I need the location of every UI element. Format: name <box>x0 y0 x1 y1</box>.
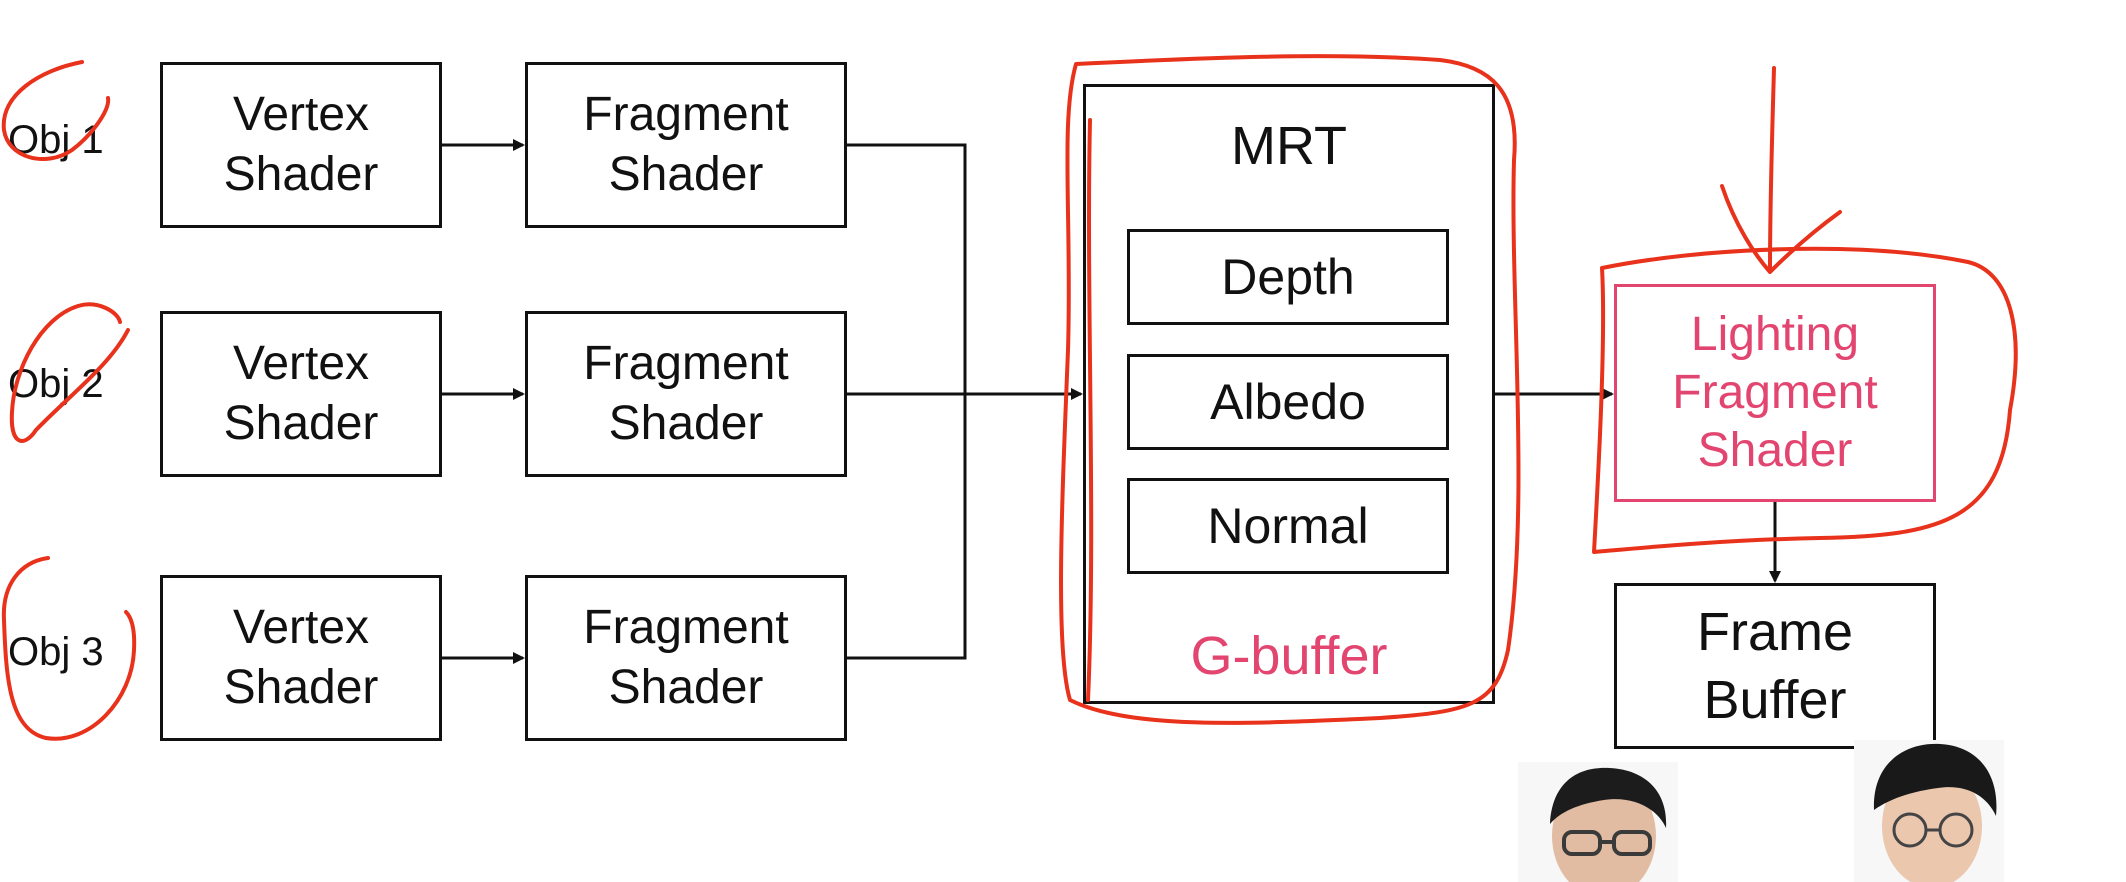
vertex-shader-line1: Vertex <box>232 601 370 654</box>
annotation-obj1-circle <box>1 60 111 161</box>
vertex-shader-line1: Vertex <box>232 88 370 141</box>
mrt-title: MRT <box>1231 116 1347 176</box>
lighting-line3: Shader <box>1697 424 1853 477</box>
vertex-shader-line2: Shader <box>223 148 379 201</box>
albedo-target: Albedo <box>1127 354 1449 450</box>
lighting-line2: Fragment <box>1672 366 1878 419</box>
fragment-shader-line1: Fragment <box>583 337 789 390</box>
annotation-obj2-circle <box>9 302 130 443</box>
fragment-shader-line1: Fragment <box>583 601 789 654</box>
obj-3-label: Obj 3 <box>8 630 104 674</box>
gbuffer-caption: G-buffer <box>1190 626 1388 686</box>
annotation-lighting-outline <box>1592 246 2018 554</box>
presenter-right-image <box>1873 743 1997 882</box>
annotation-gbuffer-side <box>1086 118 1094 702</box>
annotation-down-arrow-head <box>1720 184 1842 274</box>
annotation-obj3-circle <box>1 556 137 741</box>
normal-target: Normal <box>1127 478 1449 574</box>
frame-buffer-line1: Frame <box>1696 602 1853 662</box>
fragment-shader-line2: Shader <box>608 397 764 450</box>
webcam-presenter-left <box>1518 762 1678 882</box>
fragment-shader-line2: Shader <box>608 148 764 201</box>
vertex-shader-line1: Vertex <box>232 337 370 390</box>
vertex-shader-line2: Shader <box>223 397 379 450</box>
webcam-presenter-right <box>1854 740 2004 882</box>
vertex-shader-line2: Shader <box>223 661 379 714</box>
annotation-down-arrow-shaft <box>1768 66 1776 272</box>
connector-fs1-merge <box>847 143 967 660</box>
depth-target: Depth <box>1127 229 1449 325</box>
annotation-gbuffer-outline <box>1059 54 1521 725</box>
lighting-line1: Lighting <box>1690 308 1860 361</box>
frame-buffer-line2: Buffer <box>1703 670 1847 730</box>
fragment-shader-line1: Fragment <box>583 88 789 141</box>
fragment-shader-line2: Shader <box>608 661 764 714</box>
obj-2-label: Obj 2 <box>8 362 104 406</box>
presenter-left-image <box>1550 767 1667 882</box>
